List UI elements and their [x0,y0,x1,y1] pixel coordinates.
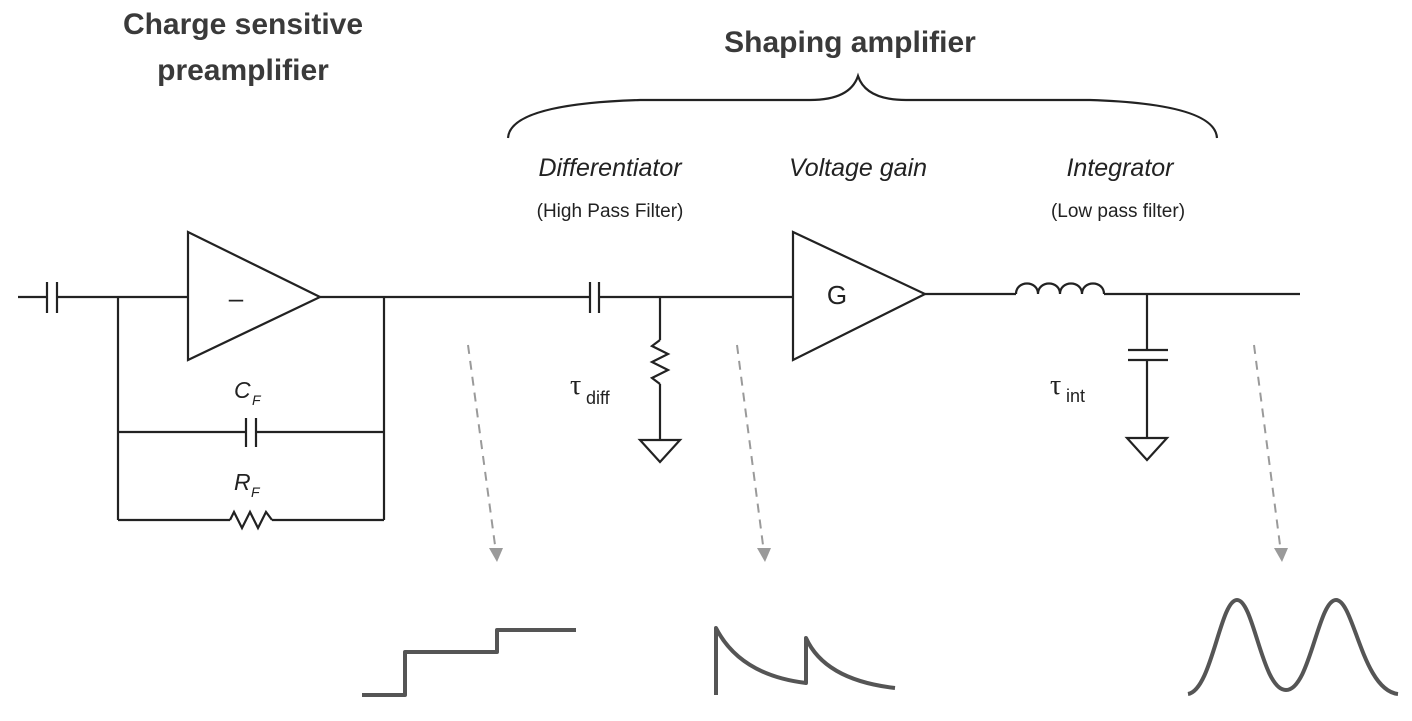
svg-text:preamplifier: preamplifier [157,54,329,87]
integrator-inductor [1014,282,1106,295]
ground-symbol-diff [637,438,683,464]
shaped-pulse-waveform [1187,598,1399,696]
preamp-opamp: – [186,230,323,362]
shaping-amplifier-title: Shaping amplifier [724,26,976,59]
svg-text:τ: τ [570,370,581,401]
ground-symbol-int [1124,436,1170,462]
cf-label: C F [234,377,262,408]
input-capacitor [18,282,188,313]
differentiator-resistor [649,339,671,385]
voltage-gain-label: Voltage gain [789,154,927,182]
svg-text:diff: diff [586,388,611,408]
svg-text:Charge sensitive: Charge sensitive [123,8,363,41]
arrow-preamp-out [467,344,503,562]
preamp-title: Charge sensitive preamplifier [123,8,363,87]
shaping-brace [506,72,1219,139]
arrow-diff-out [736,344,771,562]
differentiator-label: Differentiator [538,154,683,182]
gain-amplifier: G [791,230,928,362]
svg-text:F: F [251,484,261,500]
svg-text:F: F [252,392,262,408]
rf-resistor [229,509,273,531]
differentiated-waveform [714,626,896,695]
svg-text:τ: τ [1050,370,1061,401]
step-waveform [362,628,576,697]
differentiator-circuit [588,282,793,464]
tau-int-label: τ int [1050,370,1085,406]
gain-symbol: G [827,280,847,310]
differentiator-sublabel: (High Pass Filter) [537,201,684,222]
svg-text:R: R [234,469,251,495]
integrator-label: Integrator [1066,154,1175,182]
integrator-circuit [925,282,1300,462]
arrow-int-out [1253,344,1288,562]
rf-label: R F [234,469,261,500]
svg-text:C: C [234,377,251,403]
integrator-sublabel: (Low pass filter) [1051,201,1185,222]
tau-diff-label: τ diff [570,370,611,408]
svg-text:int: int [1066,386,1085,406]
opamp-minus-sign: – [229,283,244,313]
feedback-network [116,297,386,531]
